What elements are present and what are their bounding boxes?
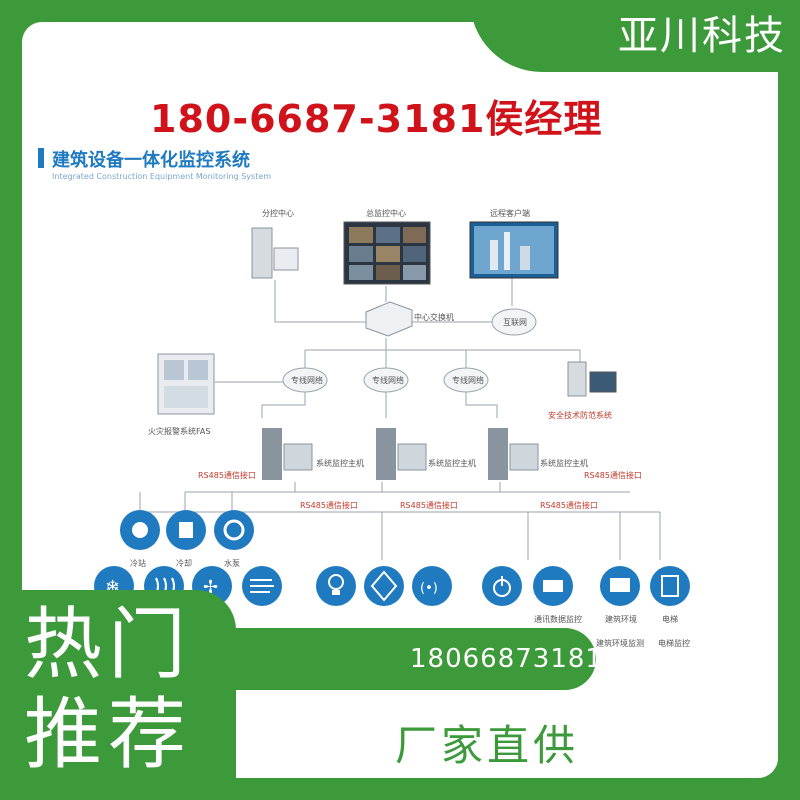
diagram-title: 建筑设备一体化监控系统 <box>38 146 250 172</box>
bulb-icon <box>316 566 356 606</box>
network-cloud-3: 专线网络 <box>443 367 489 393</box>
internet-cloud: 互联网 <box>491 308 537 336</box>
phone-bar-number: 18066873181 <box>410 644 603 674</box>
contact-phone-header: 180-6687-3181侯经理 <box>150 97 603 141</box>
device-label-cold-station: 冷站 <box>130 558 146 568</box>
rs485-label-d: RS485通信接口 <box>400 500 458 510</box>
device-label-pump: 水泵 <box>224 558 240 568</box>
device-label-elevator: 电梯 <box>662 614 678 624</box>
fas-label: 火灾报警系统FAS <box>148 426 210 436</box>
phone-bar <box>236 628 596 690</box>
pump-icon <box>214 510 254 550</box>
hot-badge-panel <box>0 590 236 800</box>
rs485-label-e: RS485通信接口 <box>540 500 598 510</box>
fas-cabinet: 火灾报警系统FAS <box>148 353 215 436</box>
remote-client-screen: 远程客户端 <box>469 208 559 279</box>
network-1-label: 专线网络 <box>291 375 323 385</box>
power-icon <box>364 566 404 606</box>
remote-client-label: 远程客户端 <box>490 208 530 218</box>
core-switch-label: 中心交换机 <box>414 312 454 322</box>
monitoring-host-3: 系统监控主机 <box>488 428 588 480</box>
env-monitor-label: 建筑环境监测 <box>596 638 644 648</box>
factory-direct-text: 厂家直供 <box>395 721 580 770</box>
elevator-icon <box>650 566 690 606</box>
branch-center-pc: 分控中心 <box>251 208 299 279</box>
device-label-cooling: 冷却 <box>176 558 192 568</box>
security-system: 安全技术防范系统 <box>548 361 617 420</box>
rs485-label-a: RS485通信接口 <box>198 470 256 480</box>
host-3-label: 系统监控主机 <box>540 458 588 468</box>
rs485-label-c: RS485通信接口 <box>300 500 358 510</box>
diagram-subtitle: Integrated Construction Equipment Monito… <box>52 172 272 181</box>
network-cloud-2: 专线网络 <box>363 367 409 393</box>
network-3-label: 专线网络 <box>452 375 484 385</box>
network-2-label: 专线网络 <box>372 375 404 385</box>
hot-recommend-text: 热门推荐 <box>24 600 193 780</box>
network-cloud-1: 专线网络 <box>282 367 328 393</box>
monitoring-host-1: 系统监控主机 <box>262 428 364 480</box>
branch-center-label: 分控中心 <box>262 208 294 218</box>
rs485-label-b: RS485通信接口 <box>584 470 642 480</box>
core-switch: 中心交换机 <box>365 301 454 337</box>
connection-lines <box>139 278 661 560</box>
elevator-monitor-label: 电梯监控 <box>658 638 690 648</box>
svg-text:(•): (•) <box>420 581 438 596</box>
main-monitor-wall: 总监控中心 <box>343 208 431 285</box>
wireless-icon <box>412 566 452 606</box>
brand-banner: 亚川科技 <box>470 0 800 72</box>
main-center-label: 总监控中心 <box>366 208 406 218</box>
device-label-env: 建筑环境 <box>605 614 637 624</box>
device-label-comm: 通讯数据监控 <box>534 614 582 624</box>
internet-label: 互联网 <box>503 318 527 327</box>
host-1-label: 系统监控主机 <box>316 458 364 468</box>
host-2-label: 系统监控主机 <box>428 458 476 468</box>
security-label: 安全技术防范系统 <box>548 410 612 420</box>
device-row-1: 冷站 冷却 水泵 <box>120 510 254 568</box>
monitoring-host-2: 系统监控主机 <box>376 428 476 480</box>
